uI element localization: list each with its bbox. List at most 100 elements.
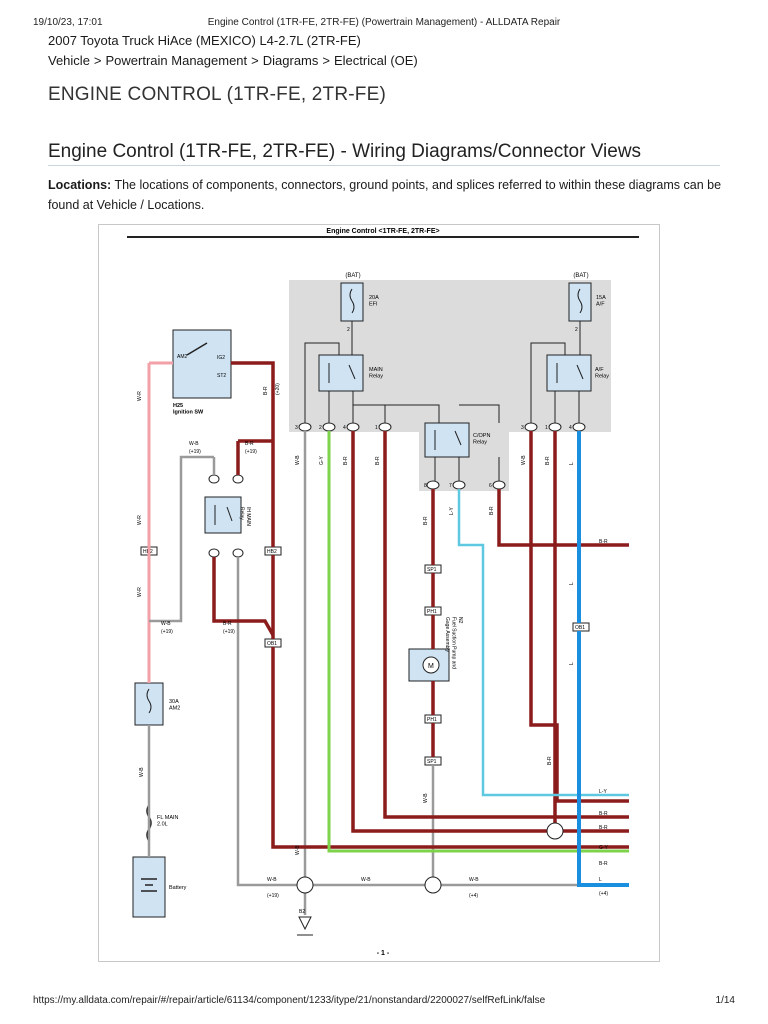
wire-br-label-3: B-R — [375, 456, 381, 465]
wire-wb-label-1: W-B — [295, 455, 301, 465]
am2-pin-label: AM2 — [177, 354, 188, 360]
pin-3b: 3 — [521, 425, 524, 431]
ihmain-relay-label: IH MAINRelay — [239, 507, 252, 526]
wire-gy-green — [327, 431, 629, 853]
main-relay-switch — [348, 364, 356, 380]
wire-wb-label-7: W-B — [161, 621, 171, 627]
splice-1 — [296, 876, 314, 894]
section-divider — [48, 165, 720, 166]
af-pin: 2 — [575, 327, 578, 333]
wire-br-label-4: B-R — [545, 456, 551, 465]
splice-3 — [546, 822, 564, 840]
bottom-label-wb-1: W-B — [267, 877, 277, 883]
relay-internal-wires — [304, 342, 580, 481]
right-label-br-3: B-R — [599, 825, 608, 831]
pin-1a: 1 — [375, 425, 378, 431]
pin-4a: 4 — [343, 425, 346, 431]
wire-br-red — [212, 361, 629, 849]
locations-text: The locations of components, connectors,… — [48, 178, 722, 212]
print-datetime: 19/10/23, 17:01 — [33, 17, 103, 28]
right-label-s4: (+4) — [599, 891, 608, 897]
locations-paragraph: Locations: The locations of components, … — [48, 175, 728, 215]
pin-1b: 1 — [545, 425, 548, 431]
wire-br-label-2: B-R — [343, 456, 349, 465]
ihmain-pin-bottom-left — [208, 548, 220, 558]
efi-pin: 2 — [347, 327, 350, 333]
section-title: Engine Control (1TR-FE, 2TR-FE) - Wiring… — [48, 141, 642, 162]
fuel-pump-motor-icon — [422, 656, 440, 674]
st2-pin-label: ST2 — [217, 373, 226, 379]
bottom-label-s19: (+19) — [267, 893, 279, 899]
sp1-top-label: SP1 — [427, 567, 437, 573]
copn-relay-switch — [454, 430, 462, 446]
fuel-pump-label: N2Fuel Suction Pump andGage Assembly — [444, 617, 463, 669]
diagram-page-marker: - 1 - — [377, 950, 390, 957]
wire-wb-label-3: W-B — [189, 441, 199, 447]
am2-fuse-symbol — [146, 688, 152, 714]
breadcrumb-vehicle[interactable]: Vehicle — [48, 53, 90, 68]
bottom-label-wb-3: W-B — [469, 877, 479, 883]
bottom-label-s4: (+4) — [469, 893, 478, 899]
print-url[interactable]: https://my.alldata.com/repair/#/repair/a… — [33, 995, 546, 1006]
right-label-gy: G-Y — [599, 845, 609, 851]
right-label-br-4: B-R — [599, 861, 608, 867]
bat-label-2: (BAT) — [573, 273, 588, 279]
pin-2a: 2 — [319, 425, 322, 431]
breadcrumb-diagrams[interactable]: Diagrams — [262, 53, 319, 68]
pin-3a: 3 — [295, 425, 298, 431]
af-fuse — [568, 282, 592, 322]
pin-8: 8 — [424, 483, 427, 489]
right-label-br-2: B-R — [599, 811, 608, 817]
right-label-br-1: B-R — [599, 539, 608, 545]
pin-4b: 4 — [569, 425, 572, 431]
battery-label: Battery — [169, 885, 187, 891]
print-page-number: 1/14 — [715, 995, 735, 1006]
wire-l-label-3: L — [569, 662, 575, 665]
wire-br-label-8: B-R — [547, 756, 553, 765]
ph1-top-label: PH1 — [427, 609, 437, 615]
wire-s19-label-2: (+19) — [245, 449, 257, 455]
pin-7: 7 — [449, 483, 452, 489]
ground-symbol — [298, 916, 312, 931]
locations-label: Locations: — [48, 178, 112, 192]
wire-ly-cyan — [457, 489, 629, 797]
ground-label: B2 — [299, 909, 305, 915]
ignition-switch — [172, 329, 232, 399]
diagram-title: Engine Control <1TR-FE, 2TR-FE> — [326, 228, 439, 235]
wire-br-label-9: B-R — [223, 621, 232, 627]
wire-br-label-1: B-R — [263, 386, 269, 395]
main-relay — [318, 354, 364, 392]
wire-l-label-2: L — [569, 582, 575, 585]
breadcrumb-electrical[interactable]: Electrical (OE) — [333, 53, 418, 68]
right-label-ly: L-Y — [599, 789, 607, 795]
wire-br-label-6: B-R — [423, 516, 429, 525]
ob1-left-label: OB1 — [267, 641, 277, 647]
copn-relay — [424, 422, 470, 458]
wire-wb-label-2: W-B — [521, 455, 527, 465]
wire-wb-label-5: W-B — [295, 845, 301, 855]
ihmain-pin-bottom-right — [232, 548, 244, 558]
breadcrumb: Vehicle>Powertrain Management>Diagrams>E… — [48, 53, 418, 68]
wire-br-label-7: B-R — [245, 441, 254, 447]
wire-wb-label-4: W-B — [423, 793, 429, 803]
ihmain-relay-switch — [226, 506, 233, 522]
efi-fuse — [340, 282, 364, 322]
hb2-right-label: HB2 — [267, 549, 277, 555]
wire-wr-label-3: W-R — [137, 587, 143, 597]
efi-fuse-symbol — [349, 288, 355, 314]
ihmain-relay — [204, 496, 242, 534]
splice-2 — [424, 876, 442, 894]
wire-wb-label-6: W-B — [139, 767, 145, 777]
bat-label-1: (BAT) — [345, 273, 360, 279]
pin-6: 6 — [489, 483, 492, 489]
wire-l-blue — [577, 431, 629, 887]
wire-s20-label-1: (+20) — [275, 383, 281, 395]
breadcrumb-powertrain[interactable]: Powertrain Management — [105, 53, 248, 68]
ignition-switch-key — [186, 342, 208, 356]
